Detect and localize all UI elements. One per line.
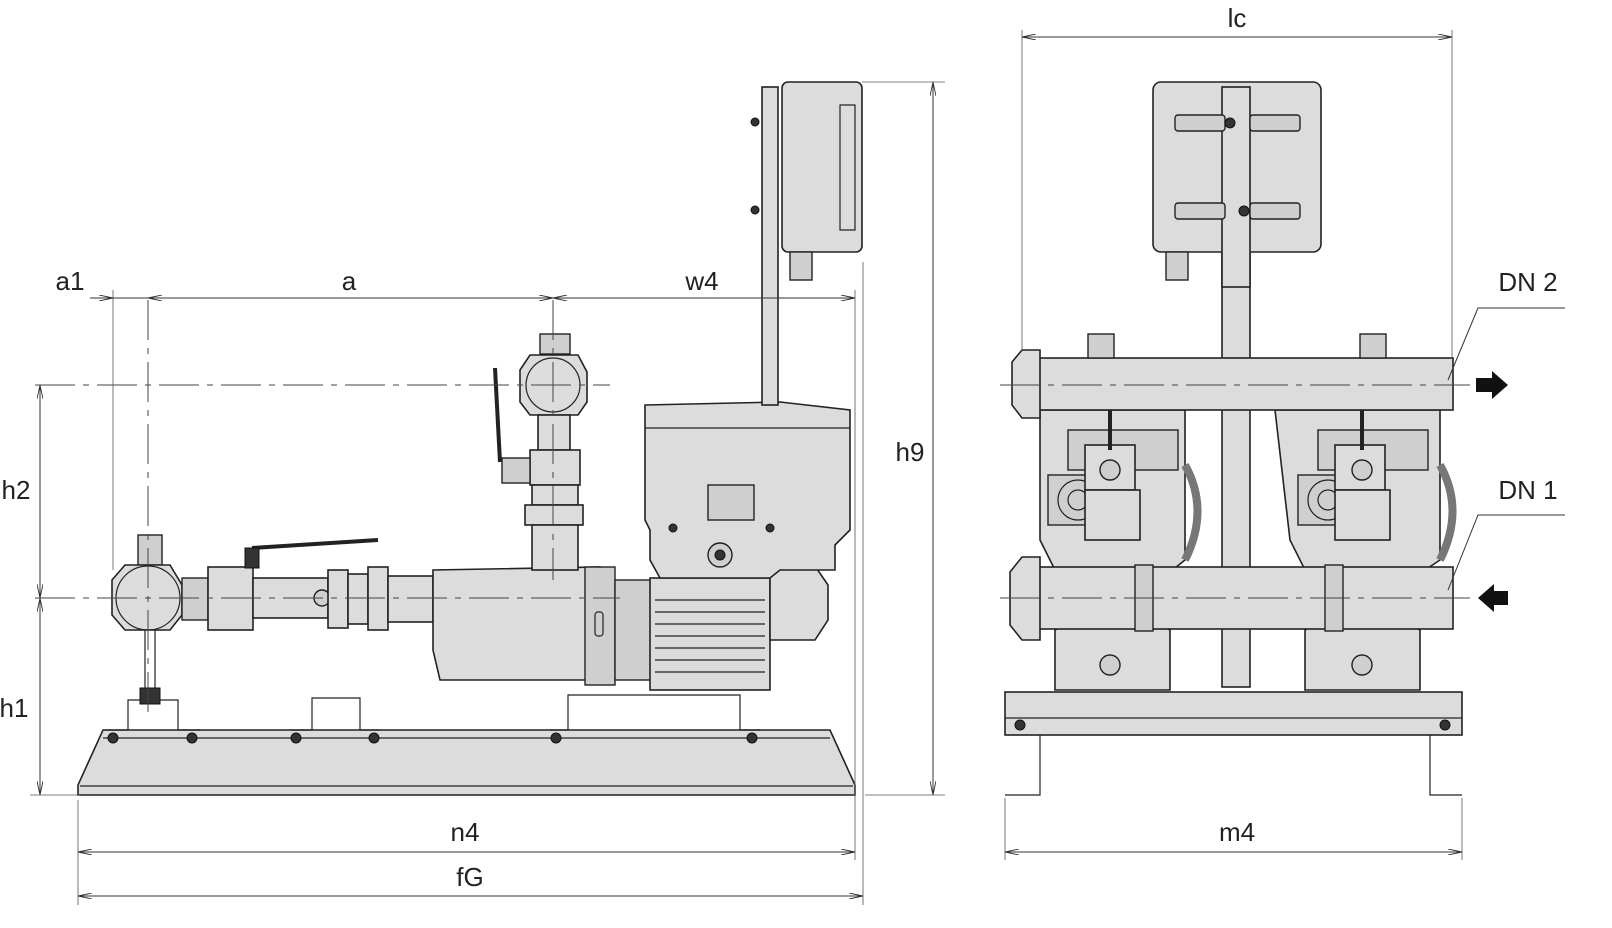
dim-label-a1: a1 — [56, 266, 85, 296]
control-pole — [761, 86, 779, 406]
outlet-arrow-icon — [1476, 371, 1508, 399]
pump-unit-right — [1274, 365, 1457, 691]
dim-label-h2: h2 — [2, 475, 31, 505]
label-dn2-outlet: DN 2 — [1498, 267, 1557, 297]
dim-label-h1: h1 — [0, 693, 28, 723]
dim-label-w4: w4 — [684, 266, 718, 296]
dim-label-a: a — [342, 266, 357, 296]
inlet-arrow-icon — [1478, 584, 1508, 612]
motor-fins — [655, 599, 765, 673]
motor — [649, 577, 771, 691]
bolts — [107, 732, 758, 744]
dim-label-h9: h9 — [896, 437, 925, 467]
control-cabinet — [781, 81, 863, 253]
pump-unit-left — [1039, 365, 1202, 691]
side-dimensions: a1 a w4 h9 h2 h1 n4 fG — [0, 81, 945, 905]
dim-label-fg: fG — [456, 862, 483, 892]
dim-label-m4: m4 — [1219, 817, 1255, 847]
pump-housing — [432, 566, 601, 681]
front-view — [1000, 81, 1508, 796]
front-dimensions: lc m4 DN 2 DN 1 — [1004, 3, 1565, 860]
discharge-manifold — [1034, 357, 1454, 411]
side-view — [35, 81, 863, 796]
label-dn1-inlet: DN 1 — [1498, 475, 1557, 505]
dim-label-n4: n4 — [451, 817, 480, 847]
dim-label-lc: lc — [1228, 3, 1247, 33]
front-base-frame — [1004, 691, 1463, 736]
